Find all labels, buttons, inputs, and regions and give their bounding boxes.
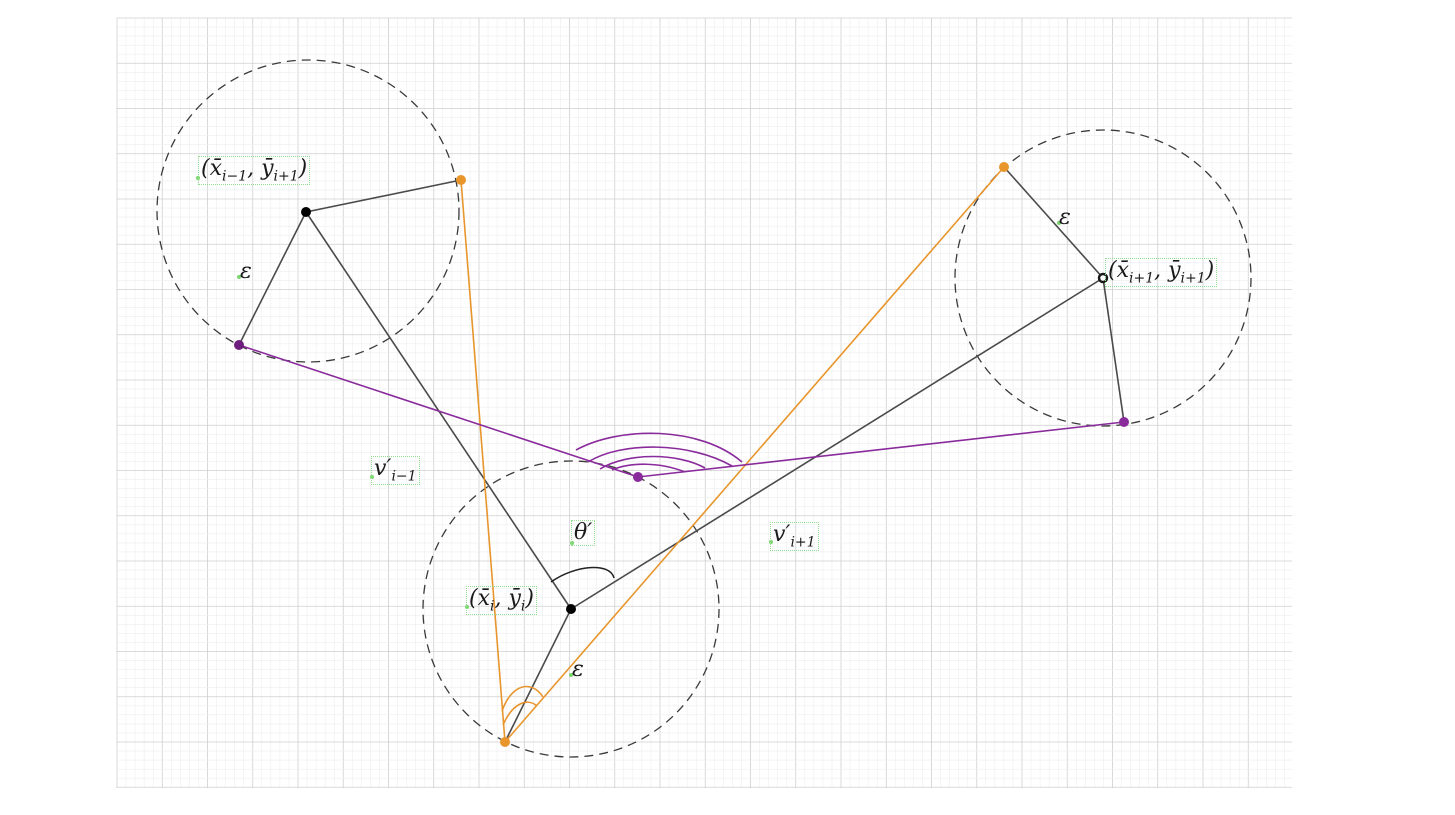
point-orange-right[interactable]: [999, 162, 1009, 172]
theta-angle-arc: [550, 566, 615, 583]
label-v-next: v′i+1: [770, 522, 819, 552]
label-point-next: (x̄i+1, ȳi+1): [1105, 258, 1218, 288]
label-point-prev: (x̄i−1, ȳi+1): [198, 156, 311, 186]
epsilon-circle-bottom: [422, 460, 720, 758]
purple-lines: [238, 344, 1125, 478]
point-purple-left[interactable]: [234, 340, 244, 350]
purple-angle-arc-2: [587, 446, 733, 467]
point-purple-mid[interactable]: [633, 472, 643, 482]
purple-angle-arc-1: [575, 432, 743, 463]
purple-line-left: [238, 344, 639, 478]
label-theta: θ′: [571, 520, 596, 546]
segment-mid-center-to-bottom-orange: [504, 608, 572, 743]
segment-mid-center-to-right-center: [570, 277, 1104, 610]
segment-left-center-to-purple: [238, 211, 307, 346]
point-purple-right[interactable]: [1119, 417, 1129, 427]
orange-angle-arc-inner: [502, 701, 538, 726]
segment-right-center-to-orange: [1003, 166, 1104, 279]
purple-angle-arc-3: [599, 455, 706, 470]
label-point-i: (x̄i, ȳi): [466, 586, 537, 616]
label-epsilon-bottom: ε: [572, 657, 584, 682]
background-grid: [116, 17, 1292, 788]
orange-lines: [460, 166, 1005, 743]
dark-segments: [238, 166, 1125, 743]
point-orange-bottom[interactable]: [500, 737, 510, 747]
purple-angle-arc-4: [611, 463, 686, 473]
purple-line-right: [637, 421, 1125, 478]
orange-line-right: [504, 166, 1005, 743]
label-v-prev: v′i−1: [371, 456, 420, 486]
point-orange-left[interactable]: [456, 175, 466, 185]
point-left-center[interactable]: [301, 207, 311, 217]
epsilon-circle-right: [954, 129, 1252, 427]
epsilon-circle-left: [156, 59, 460, 363]
segment-left-center-to-orange: [305, 179, 462, 213]
orange-angle-arc-outer: [501, 685, 544, 712]
label-epsilon-left: ε: [240, 259, 252, 284]
point-mid-center[interactable]: [566, 604, 576, 614]
label-epsilon-right: ε: [1059, 205, 1071, 230]
segment-right-center-to-purple: [1102, 277, 1125, 423]
orange-line-left: [460, 179, 506, 743]
